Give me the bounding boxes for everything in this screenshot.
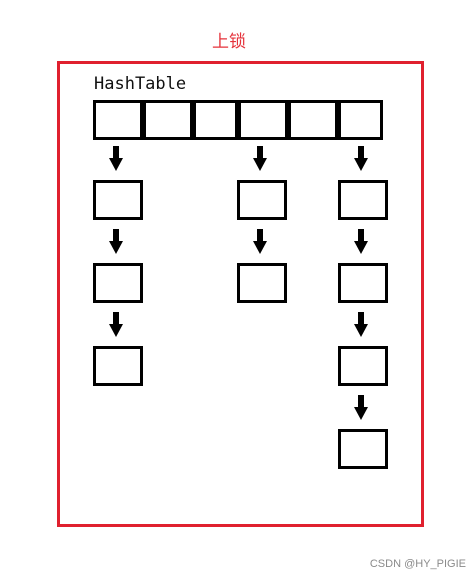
link-arrow-head bbox=[354, 324, 368, 337]
link-arrow-head bbox=[354, 241, 368, 254]
chain-node bbox=[93, 263, 143, 303]
lock-label: 上锁 bbox=[212, 32, 246, 52]
link-arrow-head bbox=[253, 158, 267, 171]
link-arrow-shaft bbox=[257, 146, 263, 159]
link-arrow-shaft bbox=[358, 229, 364, 242]
chain-node bbox=[338, 429, 388, 469]
link-arrow-shaft bbox=[257, 229, 263, 242]
chain-node bbox=[338, 180, 388, 220]
bucket-cell bbox=[143, 100, 193, 140]
chain-node bbox=[93, 346, 143, 386]
link-arrow-head bbox=[253, 241, 267, 254]
link-arrow-shaft bbox=[358, 146, 364, 159]
link-arrow-head bbox=[109, 241, 123, 254]
link-arrow-head bbox=[109, 324, 123, 337]
link-arrow-head bbox=[354, 158, 368, 171]
bucket-cell bbox=[338, 100, 383, 140]
bucket-cell bbox=[93, 100, 143, 140]
link-arrow-shaft bbox=[358, 395, 364, 408]
link-arrow-shaft bbox=[113, 146, 119, 159]
chain-node bbox=[237, 180, 287, 220]
chain-node bbox=[338, 346, 388, 386]
link-arrow-head bbox=[109, 158, 123, 171]
bucket-cell bbox=[288, 100, 338, 140]
chain-node bbox=[93, 180, 143, 220]
chain-node bbox=[338, 263, 388, 303]
watermark: CSDN @HY_PIGIE bbox=[369, 558, 466, 570]
link-arrow-head bbox=[354, 407, 368, 420]
bucket-cell bbox=[193, 100, 238, 140]
link-arrow-shaft bbox=[113, 229, 119, 242]
hashtable-title: HashTable bbox=[94, 74, 187, 94]
link-arrow-shaft bbox=[358, 312, 364, 325]
bucket-cell bbox=[238, 100, 288, 140]
lock-frame bbox=[57, 61, 424, 527]
link-arrow-shaft bbox=[113, 312, 119, 325]
chain-node bbox=[237, 263, 287, 303]
